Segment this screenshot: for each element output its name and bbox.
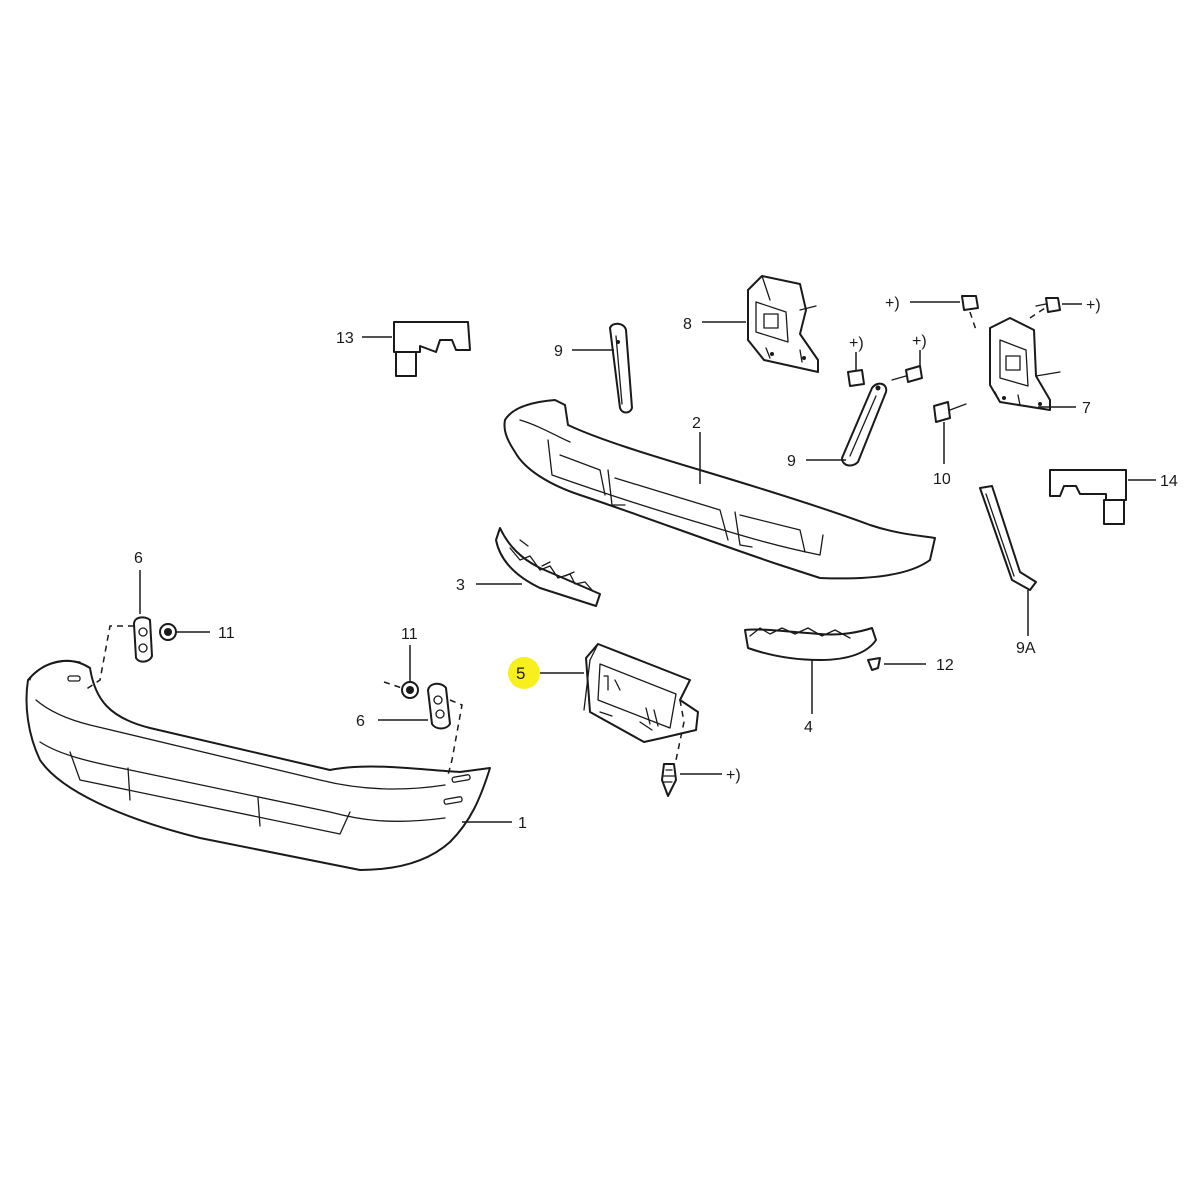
bolt-7-upper-left — [910, 295, 979, 311]
note-plus-3: +) — [849, 335, 864, 352]
push-rivet-5 — [661, 763, 722, 797]
part-6-right-bracket — [378, 682, 463, 776]
part-5-license-bracket — [540, 643, 699, 761]
nut-9-upper — [847, 352, 865, 387]
callout-1[interactable]: 1 — [518, 815, 527, 832]
part-11-right-nut — [383, 645, 419, 699]
part-14-insert — [1049, 469, 1156, 525]
callout-labels: 1 2 3 4 5 6 6 7 8 9 9 9A 10 11 11 12 13 … — [134, 295, 1178, 832]
callout-5-highlight[interactable]: 5 — [508, 657, 540, 689]
callout-4[interactable]: 4 — [804, 719, 813, 736]
part-6-left-bracket — [84, 570, 153, 691]
part-9-upper-strap — [572, 322, 633, 414]
callout-5[interactable]: 5 — [516, 664, 525, 683]
callout-3[interactable]: 3 — [456, 577, 465, 594]
note-plus-5: +) — [726, 767, 741, 784]
bolt-7-upper-right — [1035, 297, 1082, 313]
callout-8[interactable]: 8 — [683, 316, 692, 333]
callout-10[interactable]: 10 — [933, 471, 951, 488]
callout-11-right[interactable]: 11 — [401, 626, 418, 643]
callout-2[interactable]: 2 — [692, 415, 701, 432]
part-3-left-deflector — [476, 527, 601, 607]
callout-11-left[interactable]: 11 — [218, 625, 235, 642]
part-12-clip — [867, 657, 926, 671]
part-7-right-mount-bracket — [969, 305, 1076, 411]
note-plus-2: +) — [1086, 297, 1101, 314]
part-9-lower-brace — [806, 382, 888, 467]
part-1-bumper-cover — [25, 659, 512, 871]
part-4-right-deflector — [744, 627, 877, 714]
callout-6-right[interactable]: 6 — [356, 713, 365, 730]
part-11-left-nut — [159, 623, 210, 641]
part-8-left-mount-bracket — [702, 275, 819, 373]
bolt-9-upper — [891, 350, 923, 383]
callout-9a[interactable]: 9A — [1016, 640, 1036, 657]
bumper-slots — [67, 675, 471, 805]
note-plus-1: +) — [885, 295, 900, 312]
part-10-bolt — [933, 401, 967, 464]
part-2-bumper-upper — [503, 399, 936, 580]
callout-13[interactable]: 13 — [336, 330, 354, 347]
callout-6-left[interactable]: 6 — [134, 550, 143, 567]
part-13-insert — [362, 321, 471, 377]
callout-12[interactable]: 12 — [936, 657, 954, 674]
note-plus-4: +) — [912, 333, 927, 350]
callout-9-upper[interactable]: 9 — [554, 343, 563, 360]
part-9a-side-strip — [979, 485, 1037, 636]
callout-9-lower[interactable]: 9 — [787, 453, 796, 470]
callout-14[interactable]: 14 — [1160, 473, 1178, 490]
callout-7[interactable]: 7 — [1082, 400, 1091, 417]
